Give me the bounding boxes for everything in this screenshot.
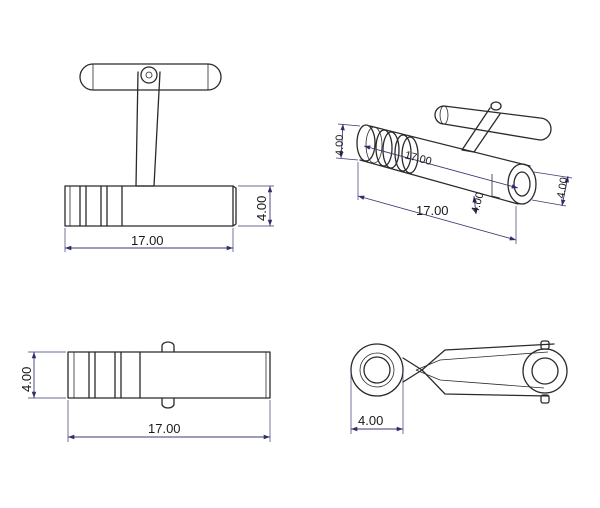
side-end-bore xyxy=(531,357,559,385)
iso-small-label: 4.00 xyxy=(469,191,486,215)
iso-diameter-dimension-line xyxy=(561,175,569,207)
side-lower-arm xyxy=(402,369,549,397)
top-pin-upper xyxy=(161,341,175,353)
iso-inner-length-dimension-line xyxy=(363,145,519,189)
top-view: 4.00 17.00 xyxy=(19,341,271,442)
iso-crossbar xyxy=(434,105,552,141)
side-end-ring xyxy=(522,348,568,394)
isometric-view: 4.00 17.00 17.00 4.00 4.00 xyxy=(334,101,573,244)
top-body xyxy=(67,351,271,399)
iso-inner-length-label: 17.00 xyxy=(403,149,433,168)
side-outer-ring xyxy=(350,343,404,397)
front-height-label: 4.00 xyxy=(254,196,269,221)
iso-right-bore xyxy=(513,171,531,197)
top-length-label: 17.00 xyxy=(148,421,181,436)
iso-small-dimension-line xyxy=(472,195,478,215)
iso-right-end xyxy=(507,163,537,205)
top-height-label: 4.00 xyxy=(19,367,34,392)
iso-left-diameter-dimension-line xyxy=(339,123,345,159)
front-pivot xyxy=(140,66,158,84)
side-upper-arm xyxy=(402,343,555,371)
top-pin-lower xyxy=(161,397,175,409)
front-crossbar xyxy=(79,63,222,91)
front-view: 17.00 4.00 xyxy=(64,63,274,252)
front-stem xyxy=(135,71,161,187)
iso-left-diameter-label: 4.00 xyxy=(334,135,346,156)
side-inner-ring xyxy=(363,356,391,384)
iso-pivot xyxy=(490,101,502,111)
side-view: 4.00 xyxy=(350,340,568,434)
iso-length-dimension-line xyxy=(357,195,517,241)
front-length-label: 17.00 xyxy=(131,233,164,248)
front-body xyxy=(64,185,234,227)
iso-length-label: 17.00 xyxy=(416,203,449,218)
iso-diameter-label: 4.00 xyxy=(555,176,571,199)
side-diameter-label: 4.00 xyxy=(358,413,383,428)
